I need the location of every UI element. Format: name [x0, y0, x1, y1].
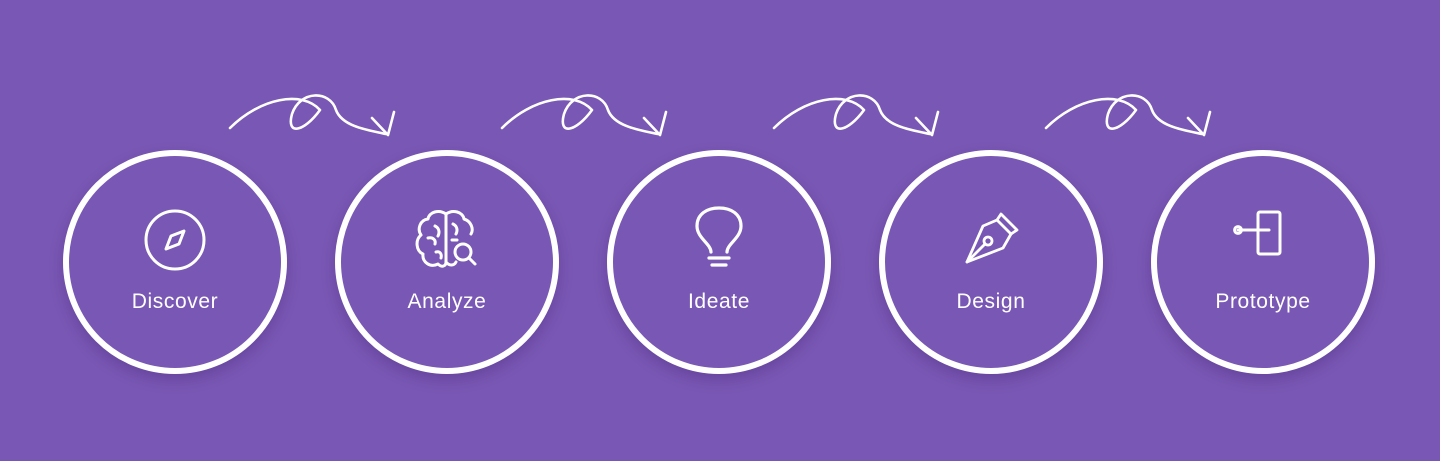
step-label: Discover — [131, 290, 219, 313]
pen-nib-icon — [957, 206, 1025, 274]
door-exit-icon — [1229, 206, 1297, 274]
loop-arrow-icon — [772, 94, 940, 137]
loop-arrow-icon — [500, 94, 668, 137]
brain-search-icon — [413, 206, 481, 274]
step-discover: Discover — [63, 150, 287, 374]
loop-arrow-icon — [228, 94, 396, 137]
step-prototype: Prototype — [1151, 150, 1375, 374]
step-label: Prototype — [1215, 290, 1311, 313]
lightbulb-icon — [685, 206, 753, 274]
step-design: Design — [879, 150, 1103, 374]
step-label: Analyze — [407, 290, 487, 313]
step-analyze: Analyze — [335, 150, 559, 374]
step-ideate: Ideate — [607, 150, 831, 374]
loop-arrow-icon — [1044, 94, 1212, 137]
step-label: Ideate — [688, 290, 750, 313]
step-label: Design — [956, 290, 1026, 313]
compass-icon — [141, 206, 209, 274]
